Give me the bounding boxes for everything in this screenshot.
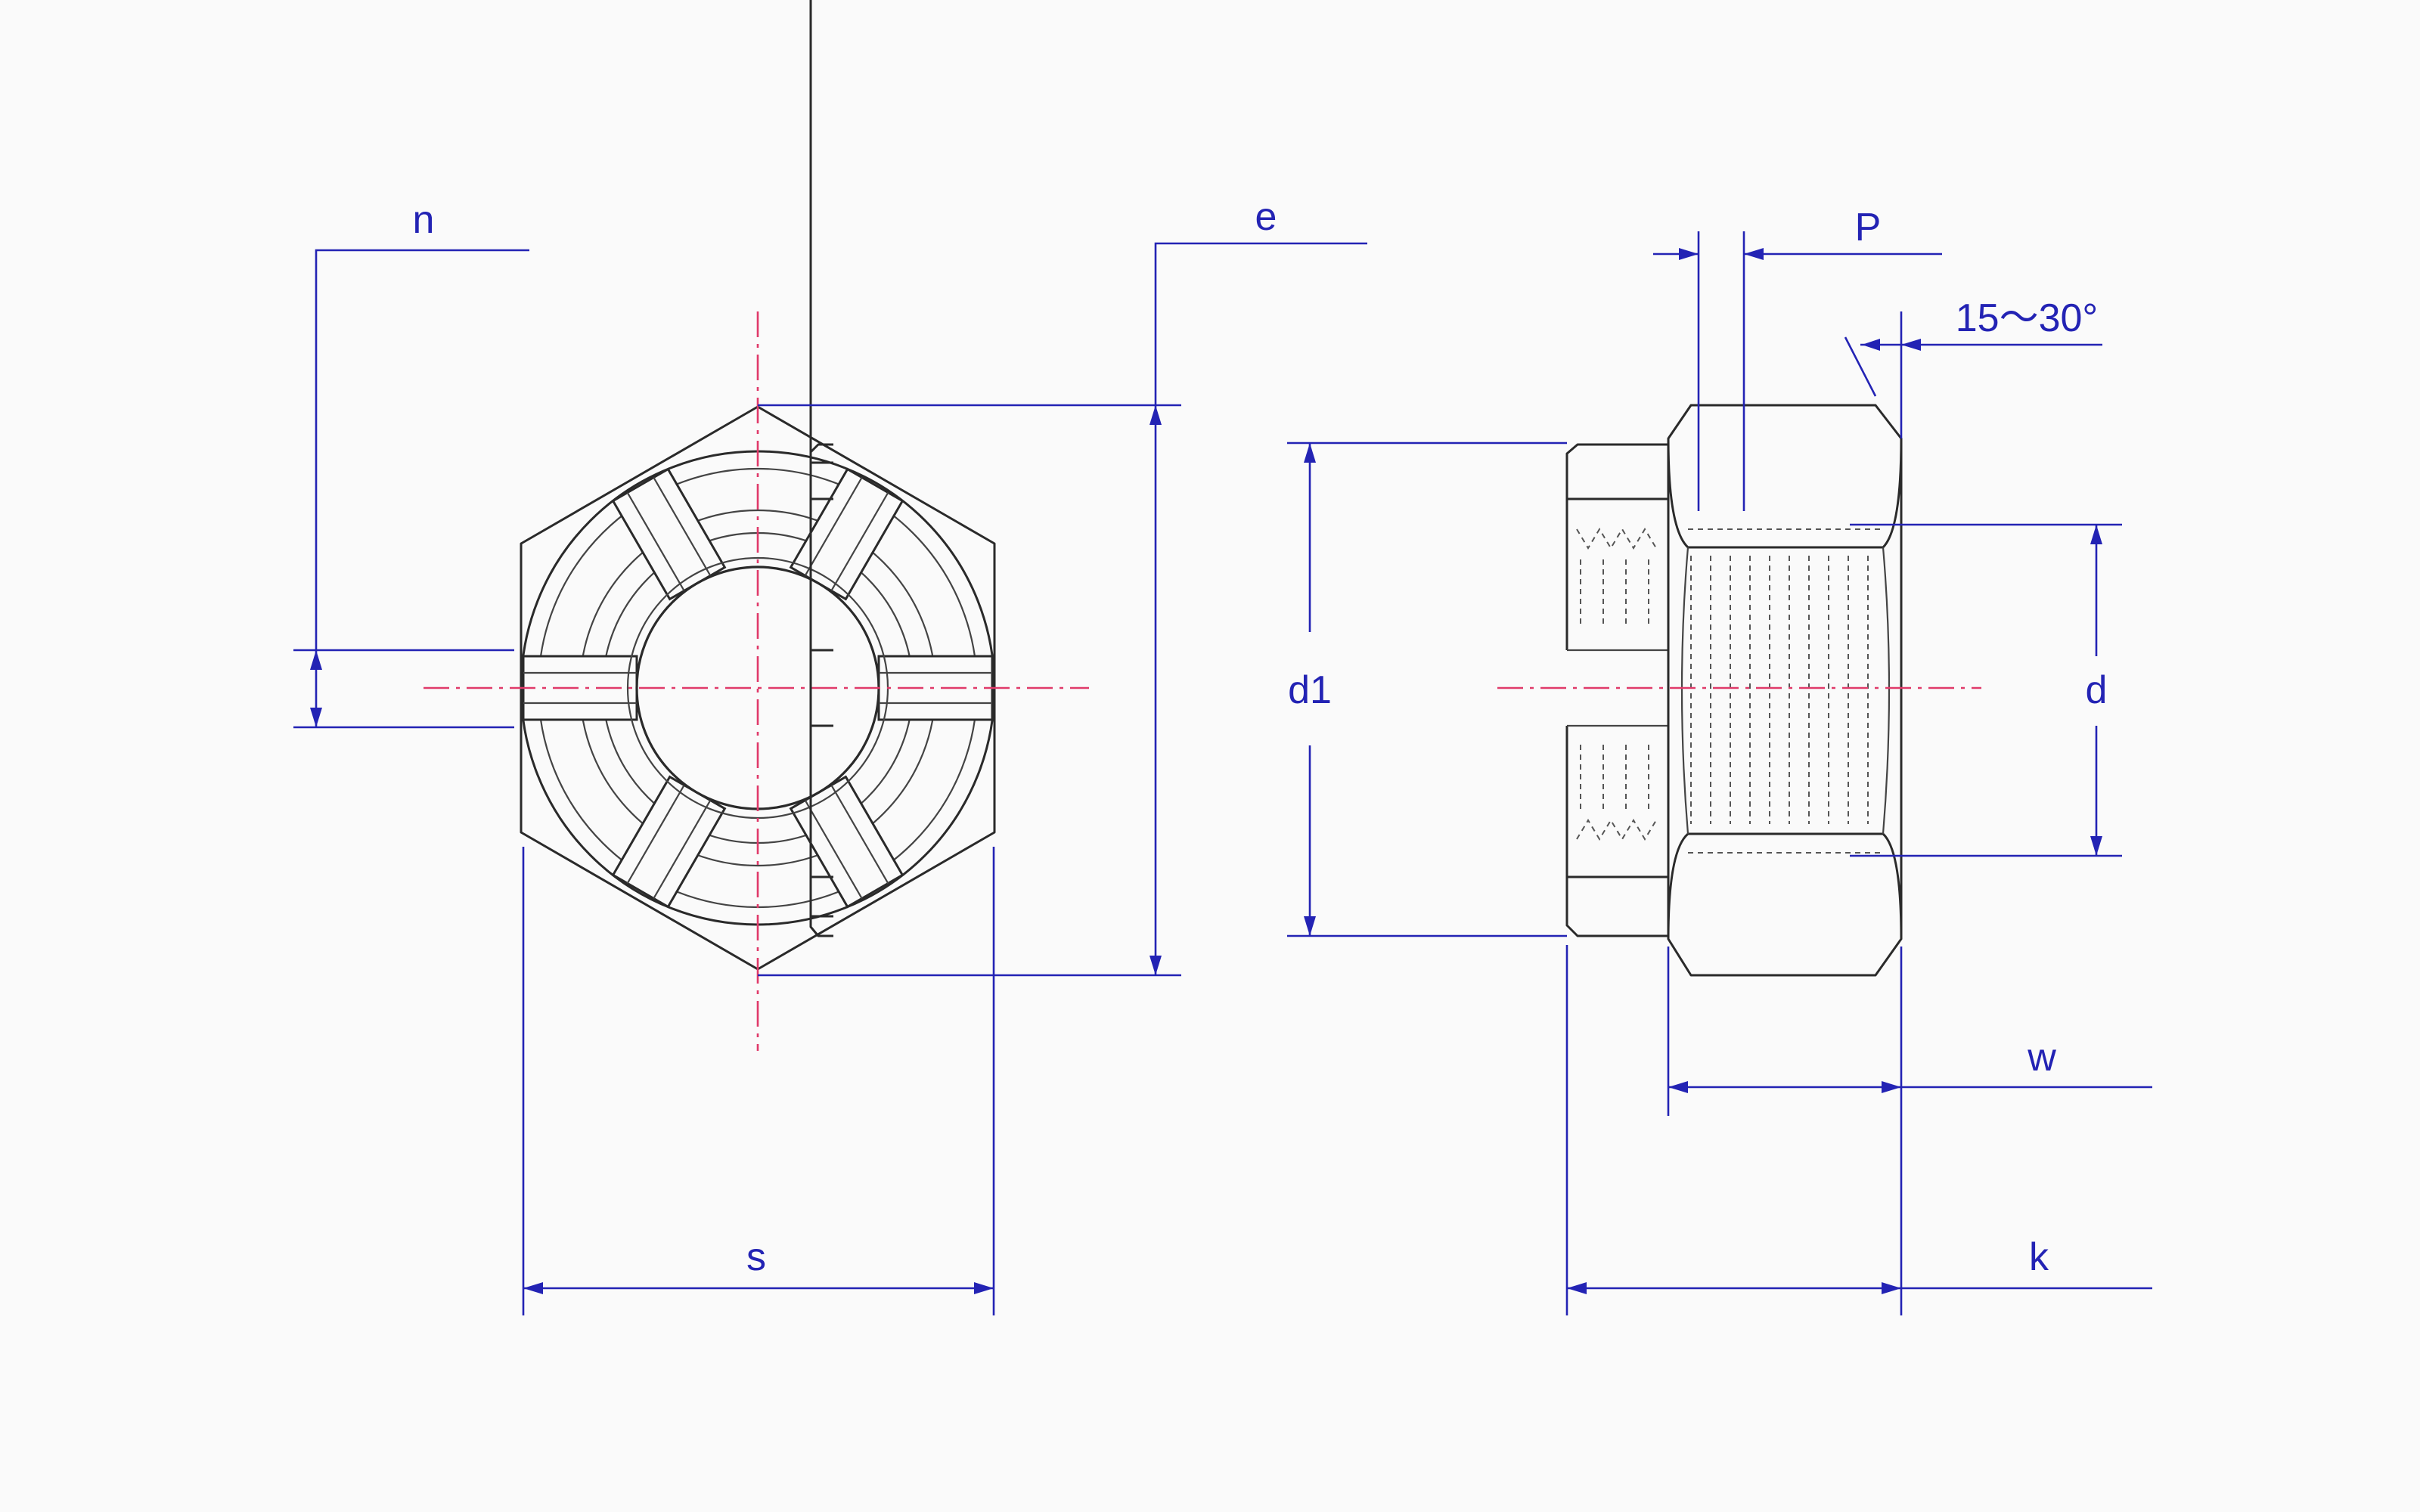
dim-n <box>293 249 529 729</box>
label-w: w <box>2027 1036 2056 1080</box>
internal-thread <box>1688 528 1883 854</box>
label-e: e <box>1255 195 1277 239</box>
hex-face-curve-lower <box>1667 832 1903 940</box>
hex-body-outline <box>1667 404 1903 977</box>
dimensions: n e s P <box>293 195 2152 1315</box>
label-p: P <box>1855 206 1882 249</box>
dim-p <box>1653 231 1942 511</box>
side-view <box>809 0 1981 977</box>
dim-e <box>758 242 1367 977</box>
hex-body-curve-mid <box>1680 547 1891 835</box>
dim-w <box>1667 947 2152 1315</box>
crown-thread-upper <box>1576 528 1657 627</box>
crown-outline-lower <box>809 0 833 937</box>
dim-angle <box>1844 311 2102 438</box>
label-n: n <box>413 198 435 242</box>
dim-s <box>522 847 995 1315</box>
label-s: s <box>746 1235 766 1279</box>
front-view <box>424 311 1089 1051</box>
hex-face-curve-upper <box>1667 438 1903 549</box>
crown-body <box>1565 443 1668 937</box>
dim-d <box>1850 523 2122 857</box>
crown-thread-lower <box>1576 745 1657 841</box>
label-angle: 15～30° <box>1956 296 2098 340</box>
label-d1: d1 <box>1288 668 1332 712</box>
label-d: d <box>2086 668 2108 712</box>
dim-d1 <box>1287 442 1567 937</box>
dim-k <box>1565 945 2152 1315</box>
label-k: k <box>2029 1235 2049 1279</box>
